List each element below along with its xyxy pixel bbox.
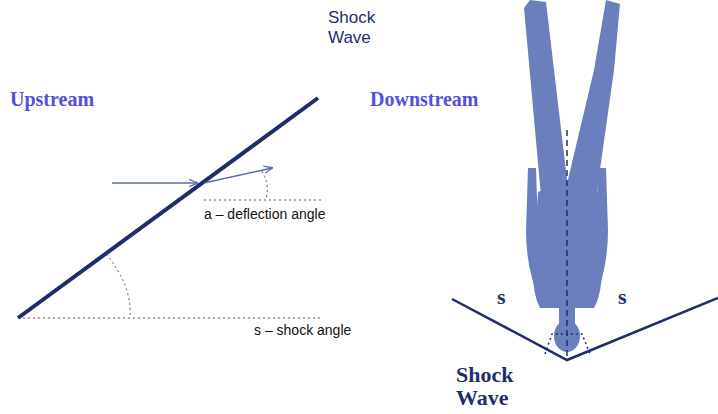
shock-line: [452, 298, 718, 360]
angle-symbol: s: [497, 285, 521, 309]
downstream-arrow: [204, 168, 272, 183]
shock-label: Shock Wave: [328, 8, 390, 47]
deflection-arc: [262, 171, 267, 199]
upstream-arrow: [112, 182, 197, 183]
region-label: Upstream: [10, 88, 130, 110]
shock-label: Shock Wave: [456, 364, 536, 409]
angle-label: a – deflection angle: [204, 206, 364, 222]
skydiver-silhouette: [524, 0, 620, 352]
angle-symbol: s: [618, 285, 642, 309]
axis-line: [566, 130, 568, 358]
reference-line: [18, 318, 322, 319]
angle-label: s – shock angle: [254, 322, 404, 338]
shock-angle-arc: [106, 254, 130, 316]
reference-line: [204, 200, 322, 201]
region-label: Downstream: [370, 88, 510, 110]
